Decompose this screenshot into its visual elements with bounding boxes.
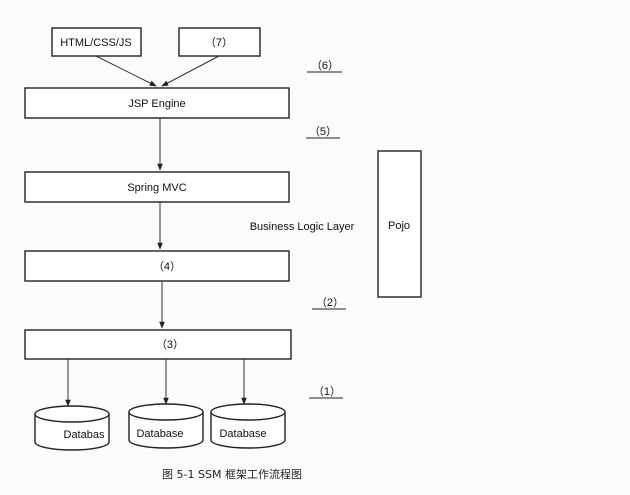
spring-mvc-box [24, 171, 290, 203]
layer-1-label: （1） [313, 385, 341, 398]
box-7-label: （7） [205, 36, 233, 49]
edge-html-to-jsp [95, 55, 157, 87]
box-3-label: （3） [156, 338, 184, 351]
layer-2-label: （2） [316, 296, 344, 309]
pojo-label: Pojo [388, 220, 410, 232]
layer-5-label: （5） [309, 125, 337, 138]
spring-mvc-label: Spring MVC [127, 182, 186, 194]
business-logic-layer-label: Business Logic Layer [250, 221, 355, 233]
figure-caption: 图 5-1 SSM 框架工作流程图 [162, 467, 302, 481]
database-1-label: Databas [64, 429, 105, 441]
box-4-label: （4） [153, 260, 181, 273]
box-3 [24, 329, 292, 360]
box-4 [24, 250, 290, 282]
database-cylinder-2 [128, 403, 204, 449]
jsp-engine-label: JSP Engine [128, 98, 185, 110]
edge-7-to-jsp [161, 55, 220, 87]
box-7 [178, 27, 261, 57]
database-cylinder-3 [210, 403, 286, 449]
database-2-label: Database [136, 428, 183, 440]
database-cylinder-1 [34, 405, 110, 451]
html-css-js-box [51, 27, 142, 57]
jsp-engine-box [24, 87, 290, 119]
html-css-js-label: HTML/CSS/JS [60, 37, 132, 49]
database-3-label: Database [219, 428, 266, 440]
pojo-box [377, 150, 422, 298]
layer-6-label: （6） [311, 59, 339, 72]
